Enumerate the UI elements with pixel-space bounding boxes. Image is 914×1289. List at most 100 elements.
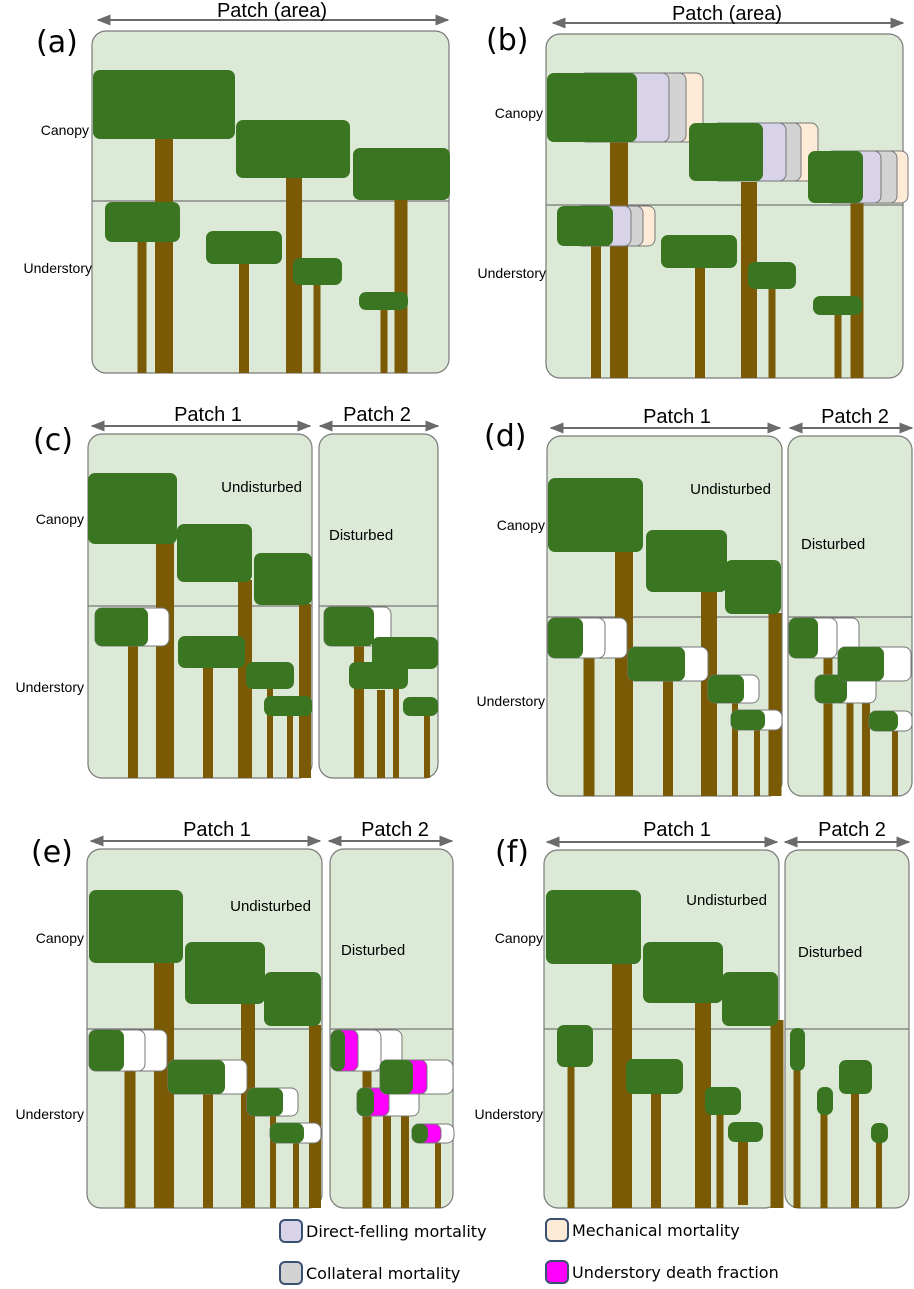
crown	[815, 675, 847, 703]
crown	[808, 151, 863, 203]
panel-label-b: (b)	[486, 23, 528, 58]
undisturbed-label: Undisturbed	[221, 479, 302, 496]
crown	[380, 1060, 413, 1094]
understory-label: Understory	[475, 1106, 543, 1122]
trunk	[267, 686, 273, 778]
trunk	[313, 283, 321, 373]
crown	[206, 231, 282, 264]
trunk	[128, 644, 138, 778]
crown	[403, 697, 438, 716]
crown	[324, 607, 374, 646]
legend-item-direct-felling: Direct-felling mortality	[279, 1219, 487, 1243]
trunk	[862, 676, 870, 796]
trunk	[287, 714, 293, 778]
crown	[557, 206, 613, 246]
crown	[839, 1060, 872, 1094]
crown	[661, 235, 737, 268]
disturbed-label: Disturbed	[798, 944, 862, 961]
trunk	[203, 666, 213, 778]
trunk	[435, 1143, 441, 1208]
direct-felling-swatch	[279, 1219, 303, 1243]
trunk	[394, 198, 408, 373]
trunk	[137, 240, 147, 373]
collateral-swatch	[279, 1261, 303, 1285]
trunk	[738, 1140, 748, 1205]
trunk	[362, 1070, 372, 1208]
panel-label-e: (e)	[31, 835, 73, 870]
crown	[246, 662, 294, 689]
panel-label-d: (d)	[484, 419, 526, 454]
legend-label: Collateral mortality	[306, 1263, 461, 1283]
crown	[643, 942, 723, 1003]
disturbed-label: Disturbed	[801, 536, 865, 553]
crown	[546, 890, 641, 964]
trunk	[380, 308, 388, 373]
trunk	[651, 1090, 661, 1208]
trunk	[401, 1090, 409, 1208]
crown	[247, 1088, 283, 1116]
crown	[178, 636, 245, 668]
trunk	[377, 690, 385, 778]
patch-title-1: Patch 1	[183, 819, 251, 841]
crown	[264, 696, 312, 716]
legend-label: Direct-felling mortality	[306, 1221, 487, 1241]
crown	[236, 120, 350, 178]
trunk	[203, 1093, 213, 1208]
canopy-label: Canopy	[497, 517, 545, 533]
crown	[708, 675, 744, 703]
trunk	[823, 658, 833, 796]
trunk	[583, 656, 595, 796]
crown	[331, 1030, 345, 1071]
trunk	[846, 700, 854, 796]
crown	[628, 647, 685, 681]
crown	[185, 942, 265, 1004]
trunk	[239, 262, 249, 373]
trunk	[238, 580, 252, 778]
patch-title-1: Patch 1	[174, 404, 242, 426]
crown	[293, 258, 342, 285]
crown	[95, 608, 148, 646]
trunk	[793, 1070, 801, 1208]
crown	[789, 618, 818, 658]
trunk	[612, 960, 632, 1208]
trunk	[309, 1025, 321, 1208]
trunk	[270, 1115, 276, 1208]
crown	[838, 647, 884, 681]
patch-title-1: Patch 1	[643, 819, 711, 841]
crown	[353, 148, 450, 200]
canopy-label: Canopy	[495, 105, 543, 121]
mechanical-swatch	[545, 1218, 569, 1242]
legend-item-understory-death: Understory death fraction	[545, 1260, 779, 1284]
trunk	[754, 720, 760, 796]
trunk	[834, 315, 842, 378]
trunk	[567, 1062, 575, 1208]
crown	[689, 123, 763, 181]
crown	[89, 890, 183, 963]
crown	[557, 1025, 593, 1067]
crown	[89, 1030, 124, 1071]
crown	[547, 73, 637, 142]
trunk	[155, 135, 173, 373]
crown	[548, 618, 583, 658]
understory-label: Understory	[16, 1106, 84, 1122]
trunk	[770, 1020, 784, 1208]
crown	[626, 1059, 683, 1094]
trunk	[615, 548, 633, 796]
trunk	[354, 644, 364, 778]
patch-title-2: Patch 2	[343, 404, 411, 426]
understory-label: Understory	[16, 679, 84, 695]
trunk	[695, 267, 705, 378]
crown	[731, 710, 765, 730]
trunk	[591, 245, 601, 378]
crown	[646, 530, 727, 592]
legend-label: Mechanical mortality	[572, 1220, 740, 1240]
crown	[359, 292, 408, 310]
crown	[412, 1124, 428, 1143]
undisturbed-label: Undisturbed	[230, 898, 311, 915]
crown	[869, 711, 898, 731]
patch-title-2: Patch 2	[818, 819, 886, 841]
legend-item-mechanical: Mechanical mortality	[545, 1218, 740, 1242]
crown	[357, 1088, 374, 1116]
understory-label: Understory	[24, 260, 92, 276]
